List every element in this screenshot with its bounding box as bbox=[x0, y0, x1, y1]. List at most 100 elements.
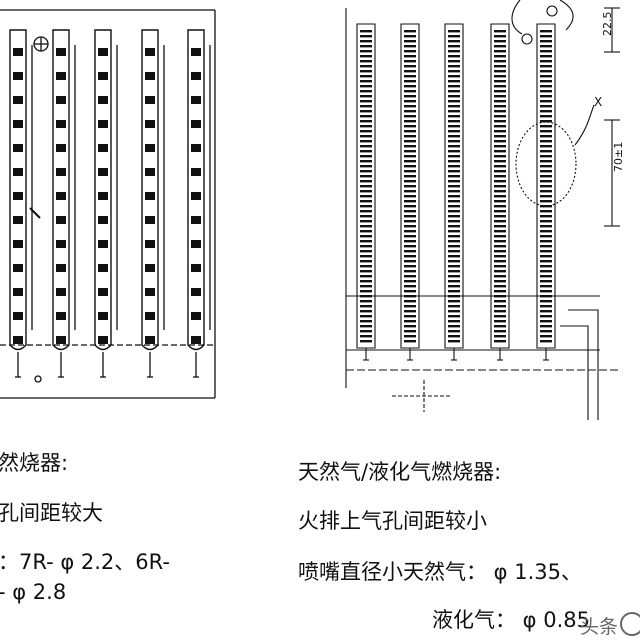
flame-port bbox=[360, 200, 372, 203]
flame-port bbox=[360, 275, 372, 278]
flame-port bbox=[448, 310, 460, 313]
flame-port bbox=[448, 50, 460, 53]
flame-port bbox=[360, 305, 372, 308]
flame-port bbox=[360, 260, 372, 263]
flame-port bbox=[404, 55, 416, 58]
flame-port bbox=[540, 220, 552, 223]
right-caption-line-2: 火排上气孔间距较小 bbox=[298, 509, 487, 533]
flame-port bbox=[540, 300, 552, 303]
flame-port bbox=[494, 295, 506, 298]
flame-port bbox=[448, 90, 460, 93]
flame-port bbox=[540, 295, 552, 298]
flame-port bbox=[360, 90, 372, 93]
burner-technical-drawing: 22.5 70±1 X bbox=[0, 0, 625, 420]
flame-port bbox=[494, 280, 506, 283]
flame-port bbox=[404, 75, 416, 78]
flame-port bbox=[404, 325, 416, 328]
right-burner-tube bbox=[444, 23, 464, 361]
flame-port bbox=[494, 230, 506, 233]
flame-port bbox=[494, 50, 506, 53]
flame-port bbox=[448, 75, 460, 78]
flame-port bbox=[448, 265, 460, 268]
flame-port bbox=[98, 120, 108, 128]
flame-port bbox=[56, 216, 66, 224]
flame-port bbox=[360, 170, 372, 173]
flame-port bbox=[404, 120, 416, 123]
tube-outline bbox=[9, 29, 27, 351]
tube-outline bbox=[490, 23, 510, 349]
flame-port bbox=[360, 295, 372, 298]
flame-port bbox=[540, 140, 552, 143]
flame-port bbox=[448, 150, 460, 153]
flame-port bbox=[448, 335, 460, 338]
flame-port bbox=[404, 45, 416, 48]
flame-port bbox=[540, 175, 552, 178]
flame-port bbox=[448, 60, 460, 63]
flame-port bbox=[404, 165, 416, 168]
flame-port bbox=[404, 70, 416, 73]
flame-port bbox=[494, 275, 506, 278]
flame-port bbox=[448, 145, 460, 148]
flame-port bbox=[494, 260, 506, 263]
flame-port bbox=[540, 70, 552, 73]
flame-port bbox=[540, 80, 552, 83]
flame-port bbox=[360, 290, 372, 293]
flame-port bbox=[494, 165, 506, 168]
flame-port bbox=[404, 230, 416, 233]
flame-port bbox=[56, 144, 66, 152]
flame-port bbox=[13, 120, 23, 128]
flame-port bbox=[360, 40, 372, 43]
flame-port bbox=[448, 165, 460, 168]
flame-port bbox=[540, 280, 552, 283]
flame-port bbox=[360, 230, 372, 233]
flame-port bbox=[145, 240, 155, 248]
flame-port bbox=[448, 245, 460, 248]
flame-port bbox=[360, 280, 372, 283]
tube-outline bbox=[94, 29, 112, 351]
tube-outline bbox=[52, 29, 70, 351]
tube-outline bbox=[356, 23, 376, 349]
flame-port bbox=[540, 45, 552, 48]
flame-port bbox=[191, 168, 201, 176]
flame-port bbox=[145, 312, 155, 320]
flame-port bbox=[404, 195, 416, 198]
flame-port bbox=[540, 100, 552, 103]
flame-port bbox=[404, 240, 416, 243]
flame-port bbox=[448, 210, 460, 213]
flame-port bbox=[540, 55, 552, 58]
flame-port bbox=[448, 95, 460, 98]
flame-port bbox=[404, 205, 416, 208]
flame-port bbox=[404, 290, 416, 293]
flame-port bbox=[540, 90, 552, 93]
flame-port bbox=[404, 105, 416, 108]
right-burner-tube bbox=[490, 23, 510, 361]
tube-outline bbox=[536, 23, 556, 349]
flame-port bbox=[540, 155, 552, 158]
flame-port bbox=[191, 96, 201, 104]
flame-port bbox=[191, 72, 201, 80]
flame-port bbox=[360, 85, 372, 88]
flame-port bbox=[360, 250, 372, 253]
flame-port bbox=[404, 140, 416, 143]
flame-port bbox=[494, 220, 506, 223]
flame-port bbox=[494, 30, 506, 33]
flame-port bbox=[448, 85, 460, 88]
flame-port bbox=[494, 35, 506, 38]
flame-port bbox=[360, 185, 372, 188]
flame-port bbox=[540, 265, 552, 268]
detail-mark-label: X bbox=[594, 95, 602, 109]
flame-port bbox=[494, 240, 506, 243]
flame-port bbox=[448, 255, 460, 258]
flame-port bbox=[494, 265, 506, 268]
flame-port bbox=[494, 90, 506, 93]
flame-port bbox=[360, 120, 372, 123]
flame-port bbox=[540, 325, 552, 328]
flame-port bbox=[494, 255, 506, 258]
flame-port bbox=[540, 260, 552, 263]
flame-port bbox=[494, 330, 506, 333]
flame-port bbox=[494, 300, 506, 303]
flame-port bbox=[494, 55, 506, 58]
flame-port bbox=[13, 144, 23, 152]
left-caption-line-2: 孔间距较大 bbox=[0, 501, 103, 525]
flame-port bbox=[540, 235, 552, 238]
